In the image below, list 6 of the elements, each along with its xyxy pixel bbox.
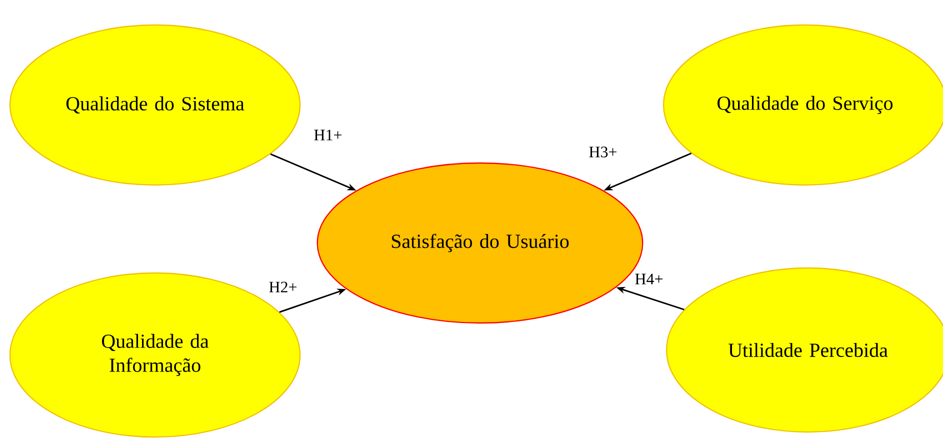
edge-label: H2+ [268,280,298,294]
edge-label: H1+ [312,128,344,142]
oval-node: Utilidade Percebida [666,267,943,433]
edge-label: H3+ [588,146,618,158]
oval-node: Qualidade do Serviço [662,24,943,186]
oval-node: Qualidade do Sistema [9,24,301,186]
